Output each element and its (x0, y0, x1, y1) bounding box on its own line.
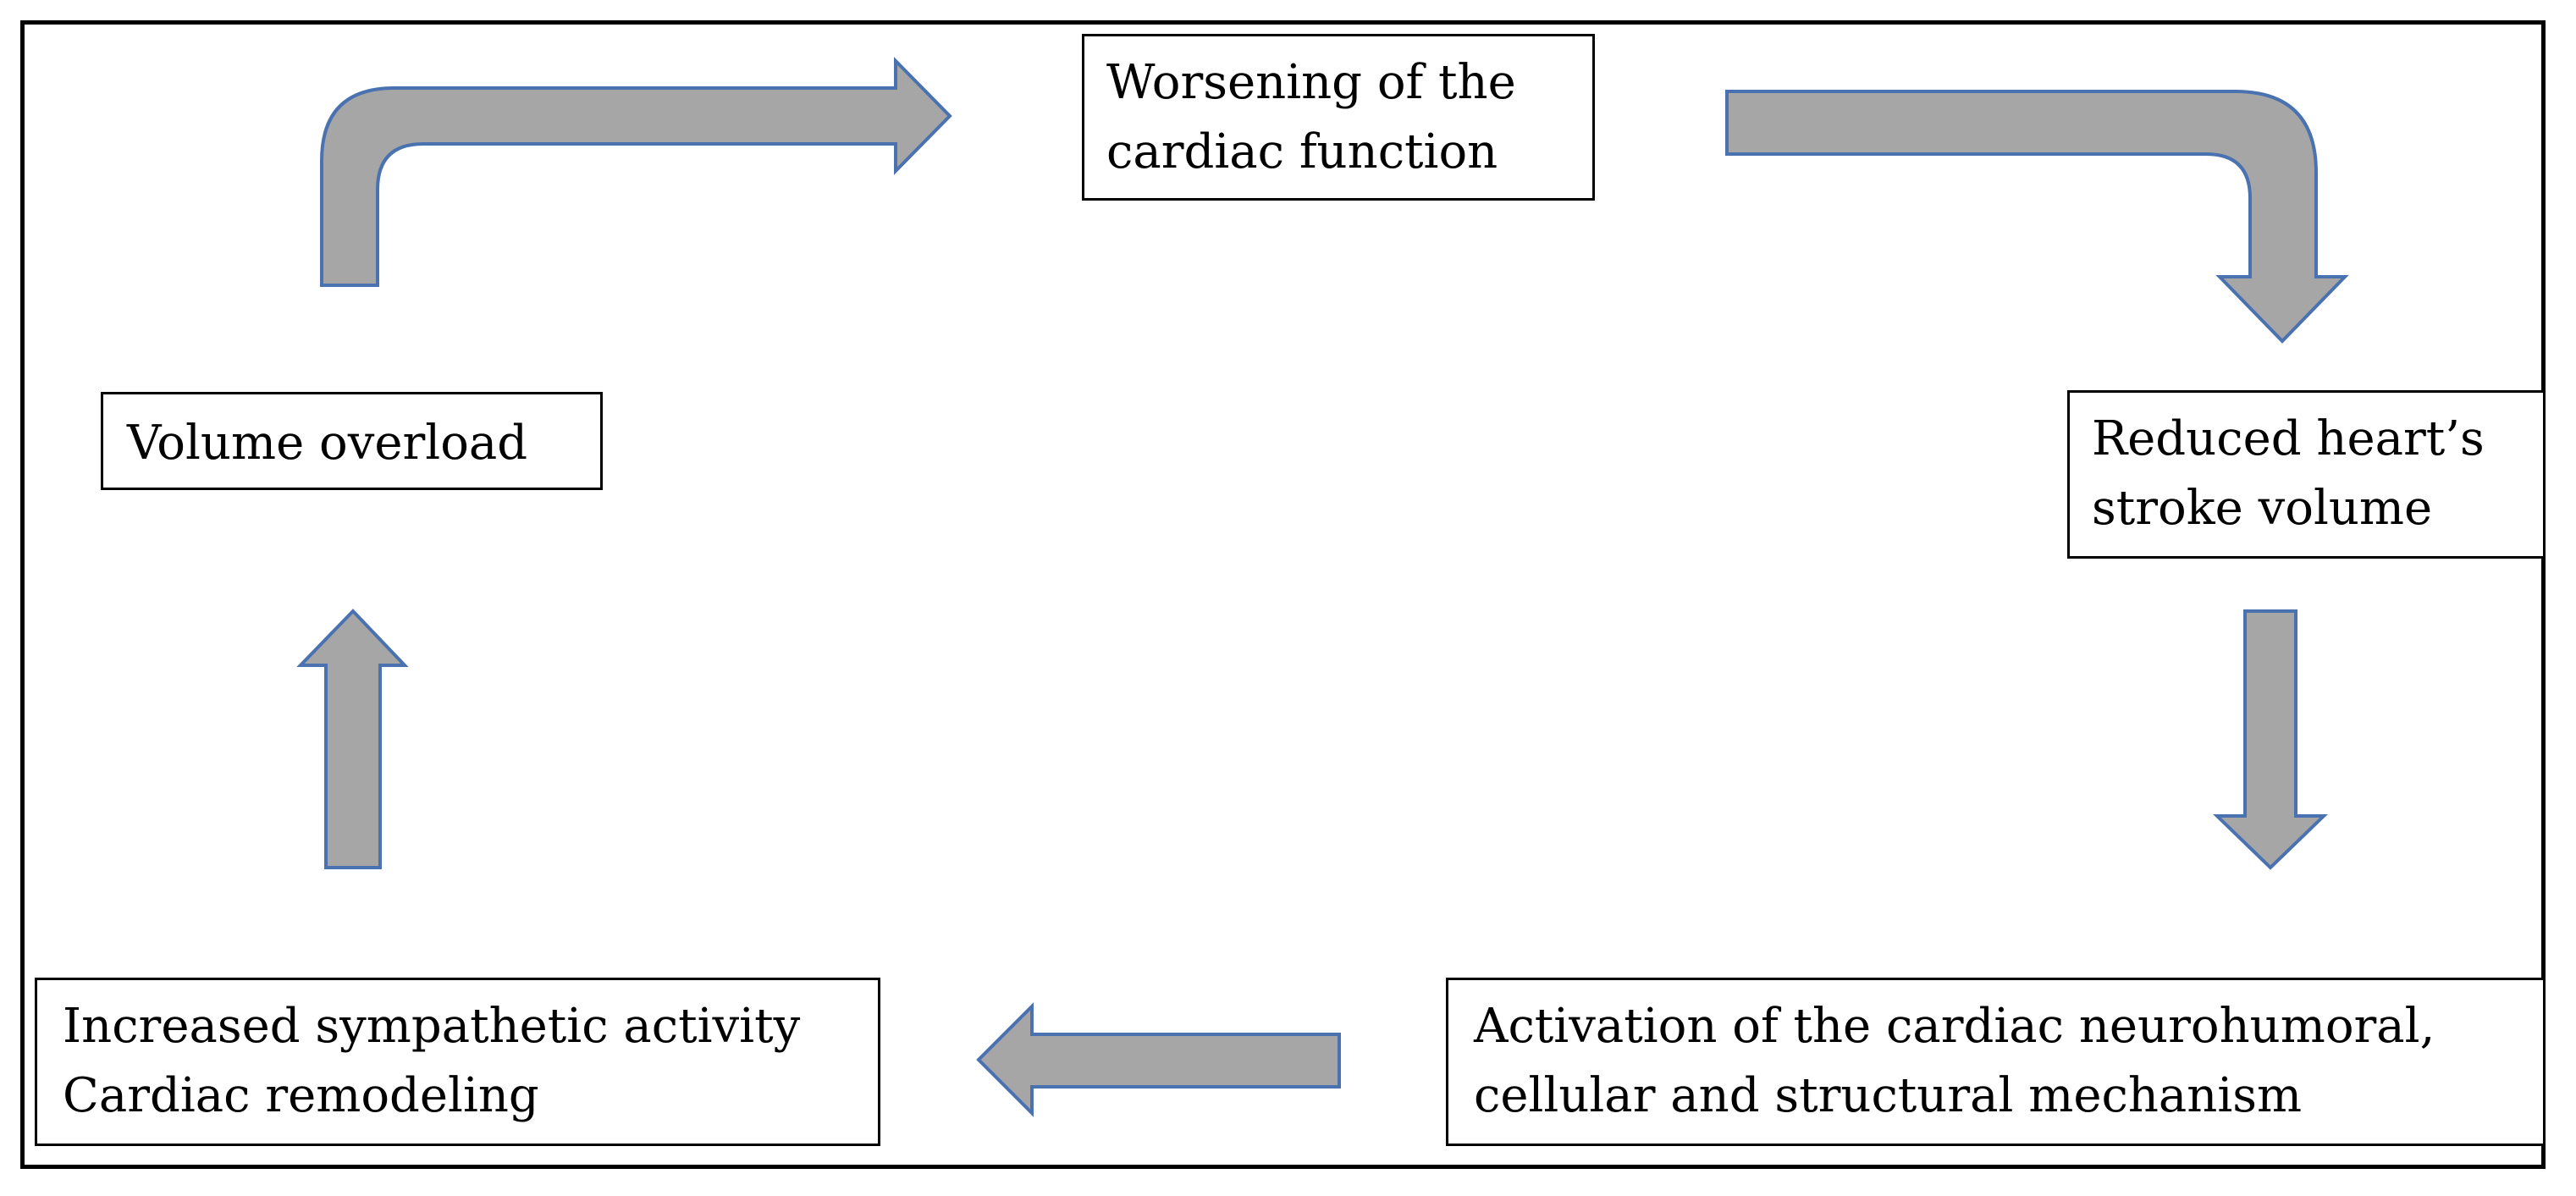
node-sympathetic-line-1: Increased sympathetic activity (63, 999, 801, 1054)
node-activation-line-2: cellular and structural mechanism (1474, 1068, 2303, 1123)
arrow-reduced-to-activation (2213, 609, 2328, 870)
node-volume-line-1: Volume overload (127, 416, 528, 471)
node-worsening-line-2: cardiac function (1106, 124, 1498, 179)
node-sympathetic-remodeling: Increased sympathetic activity Cardiac r… (35, 978, 880, 1146)
node-activation-mechanism: Activation of the cardiac neurohumoral, … (1446, 978, 2546, 1146)
node-reduced-stroke-volume: Reduced heart’s stroke volume (2067, 390, 2546, 559)
arrow-sympathetic-to-volume (296, 609, 409, 869)
arrow-volume-to-worsening (320, 57, 952, 287)
node-worsening-line-1: Worsening of the (1106, 55, 1516, 110)
node-sympathetic-line-2: Cardiac remodeling (63, 1068, 539, 1123)
arrow-activation-to-sympathetic (976, 1002, 1341, 1117)
arrow-worsening-to-reduced (1725, 90, 2349, 344)
node-reduced-line-1: Reduced heart’s (2092, 411, 2485, 466)
node-worsening-cardiac-function: Worsening of the cardiac function (1082, 34, 1595, 201)
node-reduced-line-2: stroke volume (2092, 481, 2433, 536)
diagram-frame (20, 20, 2546, 1169)
node-activation-line-1: Activation of the cardiac neurohumoral, (1474, 999, 2435, 1054)
node-volume-overload: Volume overload (101, 392, 603, 490)
